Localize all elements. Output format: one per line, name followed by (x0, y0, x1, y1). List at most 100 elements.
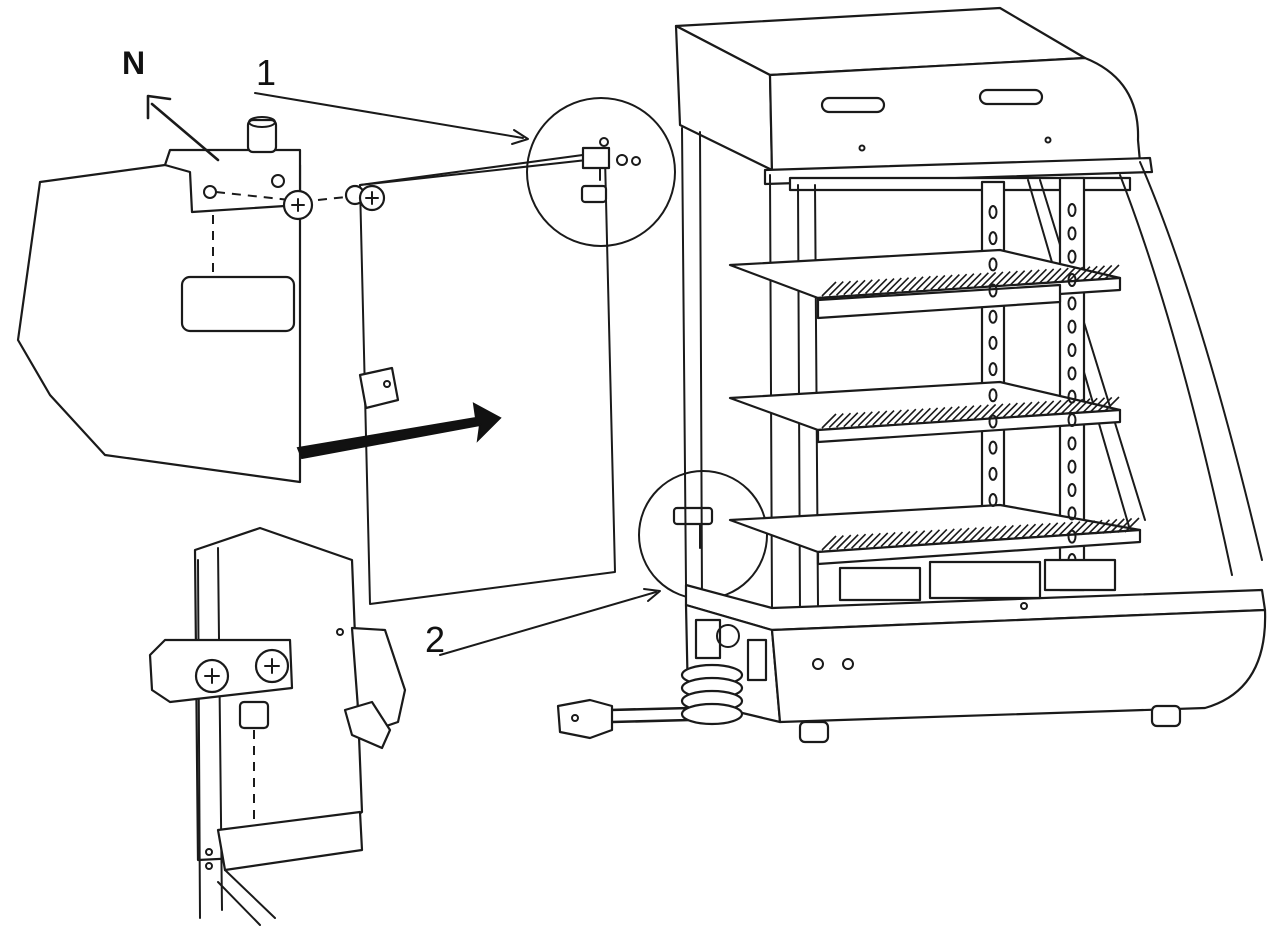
leader-1-head (511, 129, 529, 145)
callout-circle-2 (638, 470, 768, 600)
thermostat-knob (716, 624, 740, 648)
door-pivot-guide (317, 196, 347, 201)
hinge-hole-right (271, 174, 285, 188)
grill-bar (1010, 270, 1026, 286)
grill-bar (850, 411, 866, 427)
grill-bar (937, 406, 953, 422)
grill-bar (959, 273, 975, 289)
rack-slot (1067, 366, 1077, 381)
door-top-screw-slot (365, 191, 379, 205)
grill-bar (857, 411, 873, 427)
rack-slot (988, 493, 998, 507)
shelf-3-grill (821, 517, 1140, 551)
base-vent-center (928, 560, 1042, 600)
grill-bar (1039, 268, 1055, 284)
grill-bar (998, 524, 1014, 541)
lower-base-plate (216, 810, 364, 872)
grill-bar (930, 274, 946, 291)
grill-bar (1068, 266, 1084, 282)
plug (556, 698, 614, 740)
grill-bar (930, 406, 946, 423)
grill-bar (1028, 523, 1044, 539)
grill-bar (915, 407, 931, 423)
grill-bar (908, 276, 924, 292)
glass-door-top-rod (359, 151, 606, 186)
grill-bar (973, 404, 989, 420)
grill-bar (828, 534, 844, 551)
grill-bar (835, 412, 852, 428)
shelf-1-lip (816, 283, 1062, 320)
rack-slot (988, 388, 998, 403)
grill-bar (954, 527, 970, 543)
base-edge-lines (217, 869, 276, 926)
grill-bar (1060, 267, 1077, 283)
grill-bar (879, 277, 895, 294)
grill-bar (944, 274, 960, 290)
left-frame-back-2 (699, 131, 703, 601)
grill-bar (821, 281, 837, 297)
grill-bar (857, 279, 873, 295)
lower-screw-right-slot (264, 658, 280, 674)
grill-bar (924, 529, 941, 545)
grill-bar (1013, 524, 1029, 540)
grill-bar (995, 270, 1011, 287)
panel-slot (180, 275, 296, 333)
lower-hinge-detail (148, 526, 407, 926)
grill-bar (995, 402, 1011, 419)
right-side-glass-edge (1139, 161, 1263, 561)
top-rail (788, 176, 1132, 192)
grill-bar (952, 273, 968, 289)
callout-2-bracket (672, 506, 714, 526)
rack-slot (1067, 273, 1077, 287)
cord-coil-4 (680, 702, 744, 726)
grill-bar (952, 405, 968, 421)
grill-bar (843, 280, 859, 296)
leader-2-head (643, 588, 661, 602)
grill-bar (886, 409, 902, 425)
grill-bar (1024, 269, 1040, 285)
grill-bar (850, 279, 866, 295)
grill-bar (1068, 398, 1084, 414)
label-1: 1 (256, 52, 276, 93)
n-pointer-line (150, 102, 220, 162)
grill-bar (1031, 400, 1048, 416)
grill-bar (966, 404, 982, 420)
shelf-3-front (816, 528, 1142, 566)
rack-slot (1067, 343, 1077, 357)
grill-bar (836, 534, 852, 550)
grill-bar (981, 403, 997, 419)
grill-bar (947, 527, 963, 544)
grill-bar (1053, 399, 1069, 415)
grill-bar (1080, 520, 1096, 536)
grill-bar (1046, 267, 1062, 284)
rack-slot (988, 283, 998, 298)
callout-2-detail: 2 (425, 470, 768, 660)
rack-slot (988, 362, 998, 377)
grill-bar (828, 280, 844, 297)
right-back-diagonal-2 (1039, 179, 1146, 521)
base-hole-1 (205, 848, 213, 856)
lower-knob (343, 700, 392, 750)
grill-bar (1050, 521, 1066, 537)
grill-bar (1082, 265, 1098, 281)
rack-slot (1067, 249, 1077, 264)
leader-line-2 (439, 591, 657, 656)
grill-bar (1104, 396, 1120, 412)
grill-bar (1046, 399, 1062, 416)
callout-1-pin (599, 137, 609, 147)
canopy-front (768, 56, 1142, 174)
callout-1-nut (631, 156, 641, 166)
grill-bar (821, 535, 837, 551)
rack-slot (1067, 319, 1077, 334)
rack-slot (988, 440, 998, 455)
grill-bar (886, 277, 902, 293)
leader-line-1 (254, 92, 524, 139)
grill-bar (1075, 266, 1091, 282)
power-switch (694, 618, 722, 660)
grill-bar (864, 410, 881, 426)
grill-bar (893, 409, 910, 425)
callout-1-bracket (581, 146, 611, 170)
rack-slot (1067, 413, 1077, 427)
hinge-pin (246, 118, 278, 154)
